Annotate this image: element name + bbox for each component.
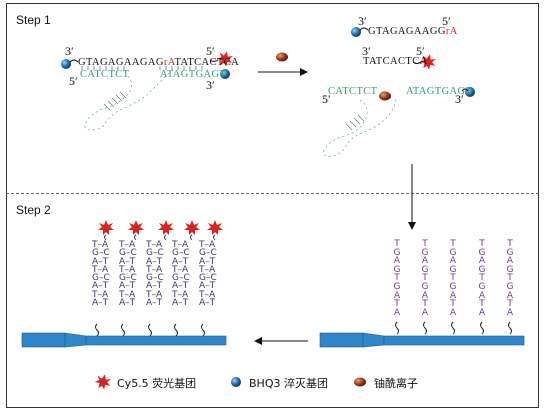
surface-left-thin [85, 335, 227, 346]
prime-3-right-top: 3′ [358, 14, 367, 28]
legend-ion-icon [354, 377, 366, 387]
green-left-strand: CATCTCT [80, 69, 130, 80]
prime-3-left-top: 3′ [65, 44, 74, 58]
ion-bound [379, 91, 391, 101]
legend-ion-label: 铀酰离子 [374, 377, 418, 390]
step2-label: Step 2 [16, 203, 51, 217]
duplex-column: T–A G–C A–T T–A G–C A–T T–A A–T [199, 240, 217, 309]
green-right-left: CATCTCT [328, 86, 378, 97]
duplex-column: T–A G–C A–T T–A G–C A–T T–A A–T [146, 240, 164, 309]
cleaved-top-strand: GTAGAGAAGGrA [368, 26, 458, 37]
prime-3-right-bottom: 3′ [455, 92, 464, 106]
prime-5-right-mid: 5′ [416, 44, 425, 58]
prime-5-right-bottom: 5′ [322, 92, 331, 106]
prime-3-right-mid: 3′ [362, 44, 371, 58]
surface-left-thick [21, 332, 66, 348]
green-right-right: ATAGTGAGT [406, 86, 473, 97]
duplex-column: T–A G–C A–T T–A G–C A–T T–A A–T [119, 240, 137, 309]
quencher-right-top [351, 27, 361, 37]
duplex-column: T–A G–C A–T T–A G–C A–T T–A A–T [92, 240, 110, 309]
linkers-left [95, 323, 205, 337]
surface-right-thick [319, 332, 364, 348]
top-strand-left: GTAGAGAAGAGrATATCACTCA [78, 57, 240, 68]
prime-3-left-bottom: 3′ [206, 78, 215, 92]
single-strand-column: T G A G T G A T A [506, 239, 514, 318]
prime-5-left-top: 5′ [206, 44, 215, 58]
quencher-right-bottom [465, 87, 475, 97]
single-strand-column: T G A G T G A T A [449, 239, 457, 318]
legend-bhq3-label: BHQ3 淬灭基团 [249, 377, 328, 390]
duplex-column: T–A G–C A–T T–A G–C A–T T–A A–T [172, 240, 190, 309]
legend-fluor-icon [93, 372, 113, 391]
single-strand-column: T G A G T G A T A [421, 239, 429, 318]
quencher-left-top [61, 59, 71, 69]
linkers-right [395, 321, 512, 335]
ion-over-arrow [276, 52, 288, 62]
prime-5-left-bottom: 5′ [69, 74, 78, 88]
green-right-strand: ATAGTGAGT [160, 69, 227, 80]
single-strand-column: T G A G T G A T A [478, 239, 486, 318]
step1-label: Step 1 [16, 13, 51, 27]
legend-cy55-label: Cy5.5 荧光基团 [117, 377, 197, 390]
legend-quencher-icon [231, 377, 241, 387]
prime-5-right-top: 5′ [442, 14, 451, 28]
fluor-row [98, 220, 223, 235]
quencher-left-bottom [220, 69, 230, 79]
figure-frame [6, 3, 539, 408]
step-divider [6, 193, 539, 194]
single-strand-column: T G A G T G A T A [393, 239, 401, 318]
surface-right-thin [383, 335, 525, 346]
cleaved-mid-strand: TATCACTCA [363, 56, 428, 67]
